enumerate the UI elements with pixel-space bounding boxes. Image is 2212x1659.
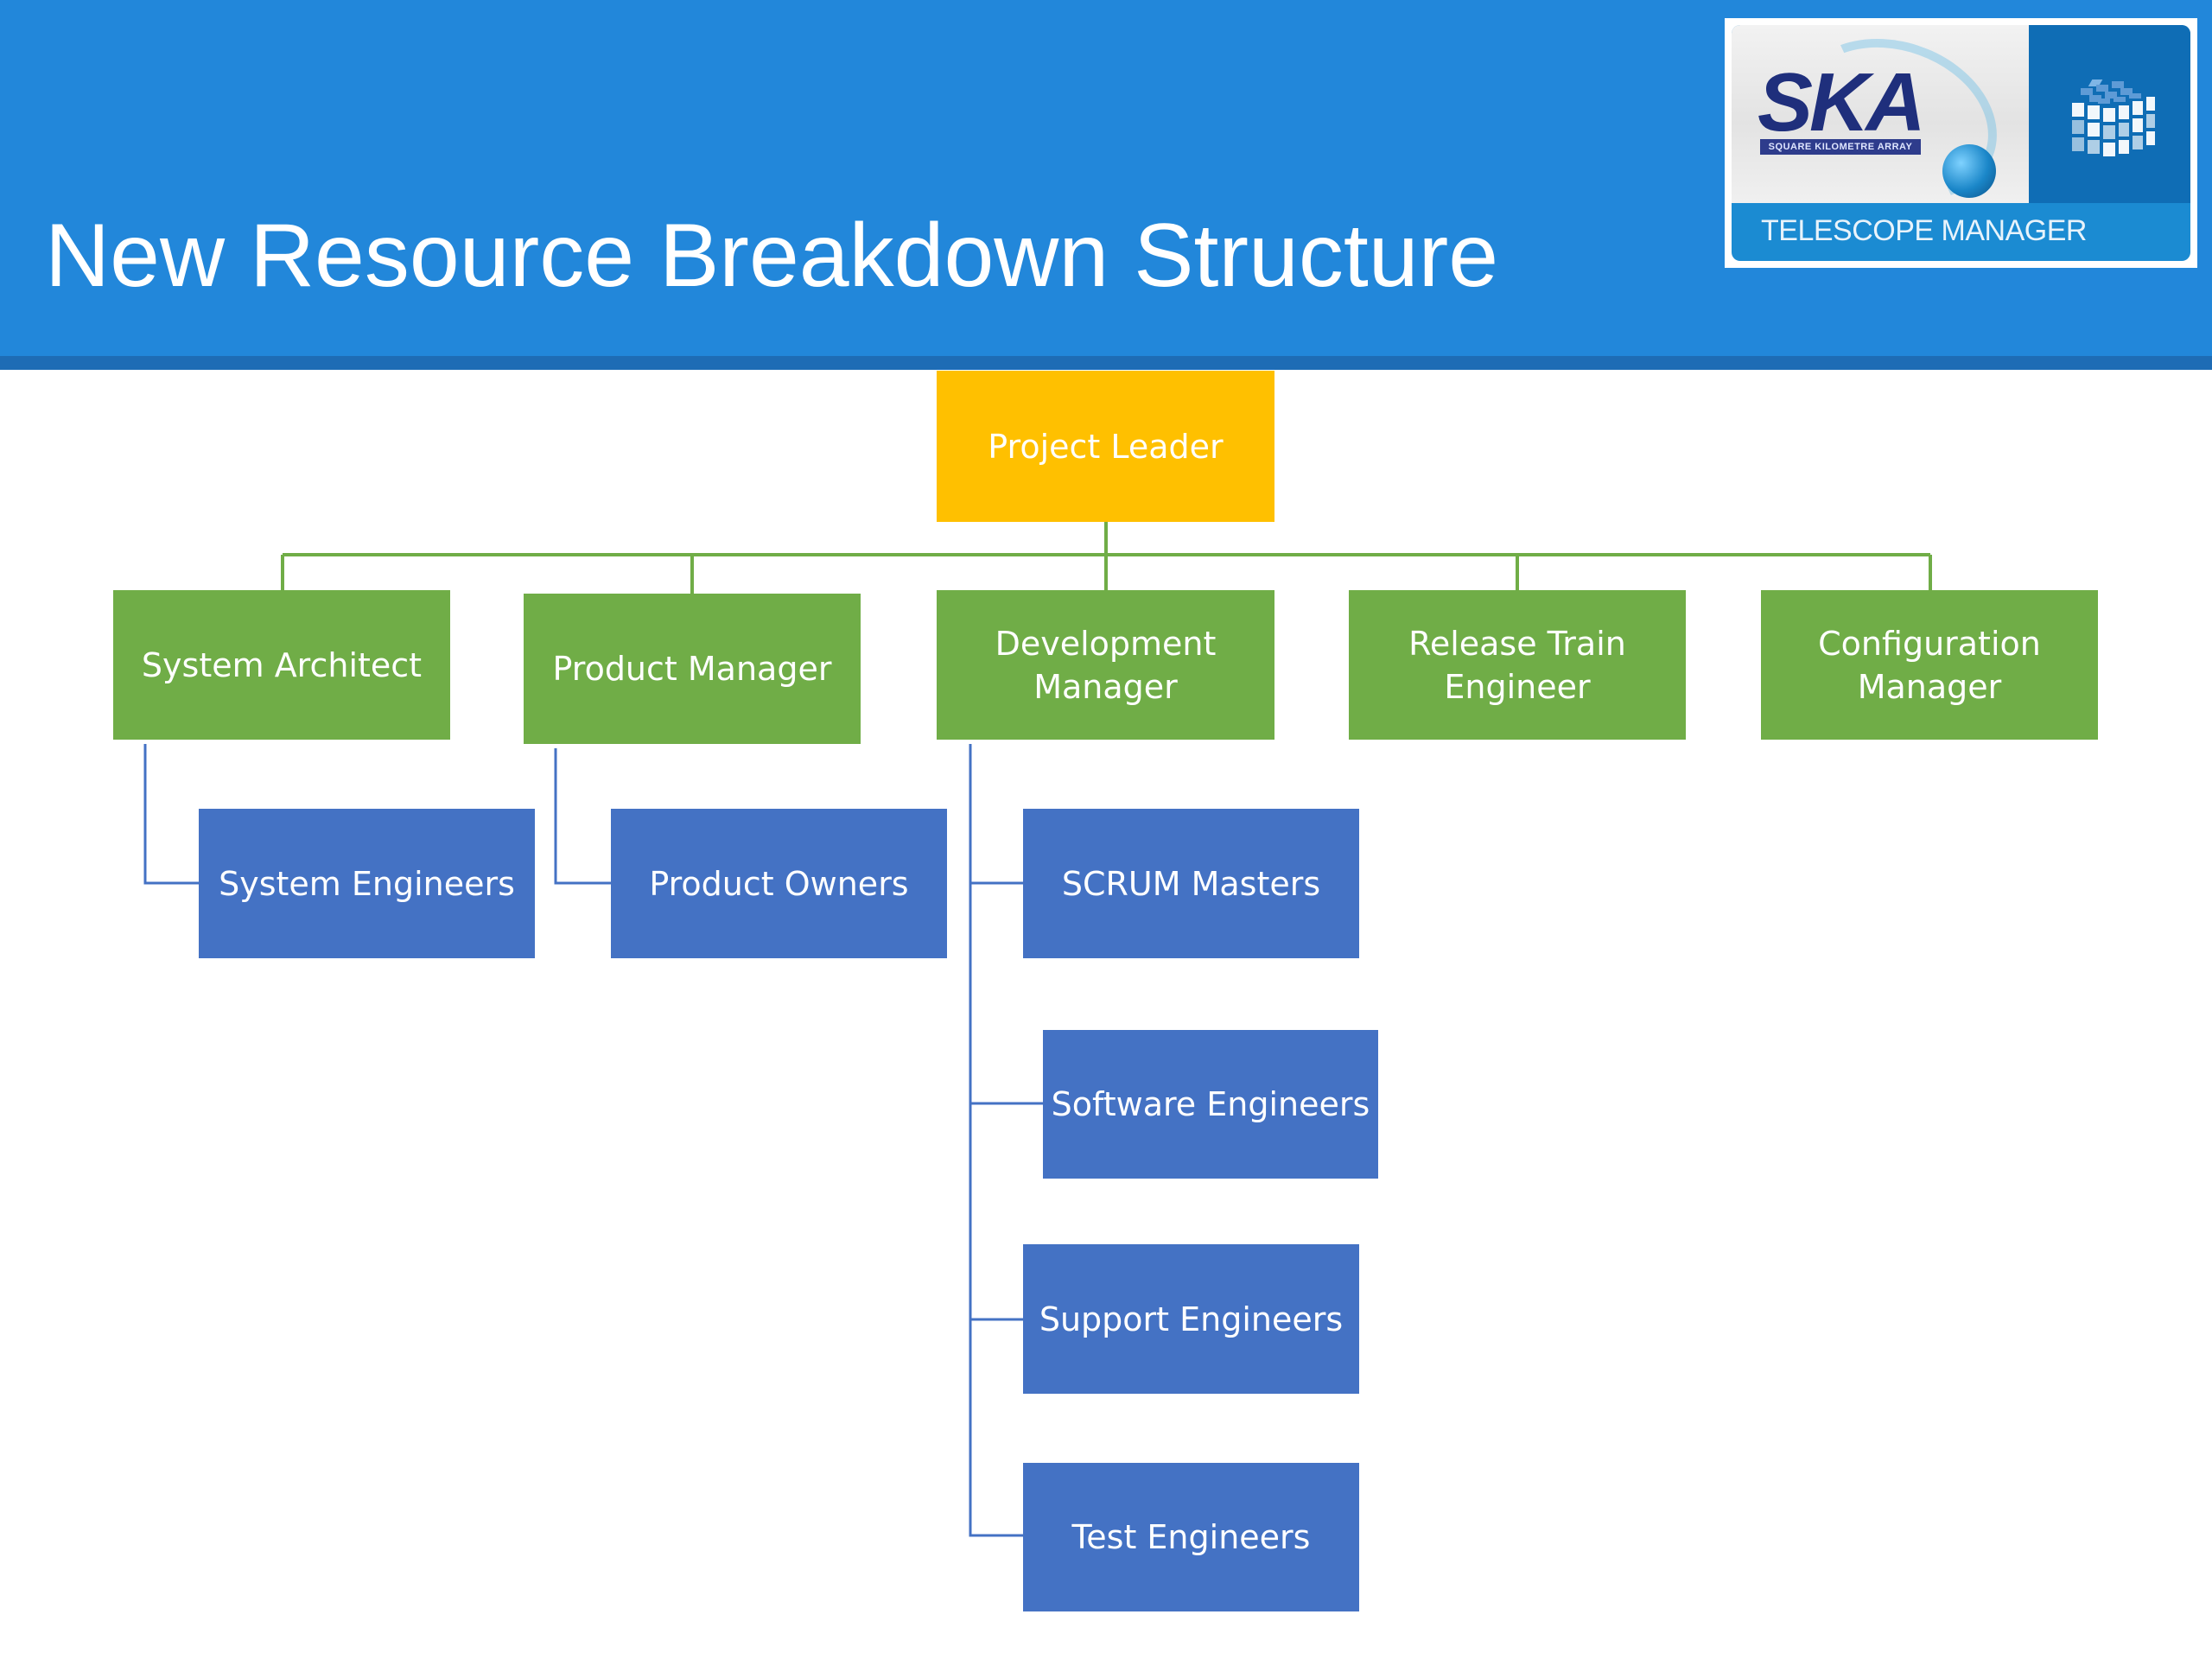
- node-product-manager[interactable]: Product Manager: [524, 594, 861, 744]
- logo-brand-subtitle: SQUARE KILOMETRE ARRAY: [1760, 139, 1921, 155]
- node-label: Test Engineers: [1071, 1518, 1311, 1556]
- logo-caption: TELESCOPE MANAGER: [1761, 214, 2087, 247]
- node-test-engineers[interactable]: Test Engineers: [1023, 1463, 1359, 1611]
- node-system-architect[interactable]: System Architect: [113, 590, 450, 740]
- node-label: Support Engineers: [1039, 1300, 1344, 1338]
- node-label: Configuration Manager: [1818, 624, 2041, 706]
- node-product-owners[interactable]: Product Owners: [611, 809, 947, 958]
- node-support-engineers[interactable]: Support Engineers: [1023, 1244, 1359, 1394]
- node-project-leader[interactable]: Project Leader: [937, 371, 1274, 522]
- node-label: System Engineers: [219, 864, 515, 903]
- header-divider: [0, 356, 2212, 370]
- logo-panel: SKA SQUARE KILOMETRE ARRAY TELE: [1732, 25, 2190, 261]
- slide-title: New Resource Breakdown Structure: [45, 206, 1499, 306]
- node-label: SCRUM Masters: [1061, 864, 1321, 903]
- node-scrum-masters[interactable]: SCRUM Masters: [1023, 809, 1359, 958]
- node-label: Product Manager: [552, 650, 832, 688]
- cube-grid-icon: [2072, 79, 2155, 156]
- node-label: System Architect: [141, 645, 423, 684]
- node-label: Software Engineers: [1051, 1085, 1370, 1123]
- node-label: Development Manager: [995, 624, 1217, 706]
- node-label: Release Train Engineer: [1408, 624, 1626, 706]
- node-system-engineers[interactable]: System Engineers: [199, 809, 535, 958]
- logo-sphere-icon: [1942, 144, 1996, 198]
- node-label: Project Leader: [988, 427, 1224, 466]
- connector-system-engineers: [143, 744, 199, 885]
- node-label: Product Owners: [649, 864, 909, 903]
- node-release-train-engineer[interactable]: Release Train Engineer: [1349, 590, 1686, 740]
- node-software-engineers[interactable]: Software Engineers: [1043, 1030, 1378, 1179]
- logo-brand-text: SKA: [1758, 56, 1926, 149]
- node-development-manager[interactable]: Development Manager: [937, 590, 1274, 740]
- node-configuration-manager[interactable]: Configuration Manager: [1761, 590, 2098, 740]
- connector-development-trunk: [969, 744, 1023, 1537]
- connector-product-owners: [554, 748, 611, 885]
- ska-telescope-manager-logo: SKA SQUARE KILOMETRE ARRAY TELE: [1725, 18, 2197, 268]
- logo-brand-area: SKA SQUARE KILOMETRE ARRAY: [1732, 25, 2029, 229]
